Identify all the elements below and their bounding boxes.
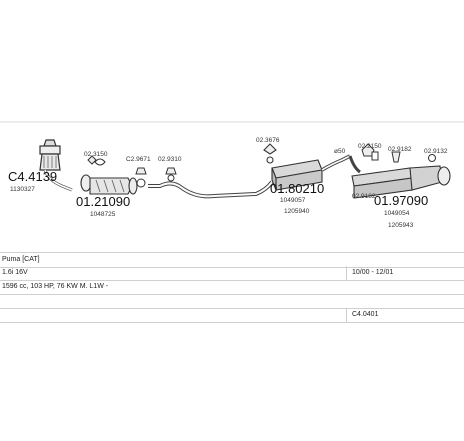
reference-code: C4.0401	[352, 311, 379, 318]
front-pipe-drawing	[80, 174, 138, 195]
part-code-c2-9671: C2.9671	[126, 156, 151, 163]
column-divider-1	[346, 266, 347, 280]
part-code-cat-main: C4.4139	[8, 169, 57, 184]
row-reference: C4.0401	[0, 308, 464, 323]
vehicle-engine: 1.6i 16V	[2, 269, 28, 276]
part-code-02-2150: 02.2150	[358, 143, 382, 150]
vehicle-production-dates: 10/00 - 12/01	[352, 269, 394, 276]
part-code-02-3676: 02.3676	[256, 137, 280, 144]
row-model: Puma [CAT]	[0, 252, 464, 268]
catalytic-converter-drawing	[39, 139, 73, 192]
part-subcode-center-box-1: 1049057	[280, 197, 306, 204]
rear-silencer-drawing	[348, 155, 451, 199]
vehicle-model: Puma [CAT]	[2, 256, 40, 263]
pipe-diameter-label: ø50	[334, 148, 346, 155]
part-subcode-rear-box-1: 1049054	[384, 210, 410, 217]
row-engine: 1.6i 16V 10/00 - 12/01	[0, 266, 464, 281]
vehicle-spec: 1596 cc, 103 HP, 76 KW M. L1W -	[2, 283, 109, 290]
row-spec: 1596 cc, 103 HP, 76 KW M. L1W -	[0, 280, 464, 295]
part-code-flex-pipe: 01.21090	[76, 194, 130, 209]
part-code-rear-box: 01.97090	[374, 193, 428, 208]
middle-pipe-drawing	[148, 180, 274, 199]
row-empty	[0, 294, 464, 309]
part-subcode-rear-box-2: 1205943	[388, 222, 414, 229]
part-code-02-9310: 02.9310	[158, 156, 182, 163]
column-divider-2	[346, 308, 347, 322]
part-code-02-9182-top: 02.9182	[388, 146, 412, 153]
small-fittings-front	[87, 155, 177, 188]
part-subcode-cat-main: 1130327	[10, 186, 35, 193]
center-silencer-drawing	[263, 143, 351, 191]
part-subcode-center-box-2: 1205940	[284, 208, 310, 215]
part-code-02-9182-bottom: 02.9182	[352, 193, 376, 200]
part-code-center-box: 01.80210	[270, 181, 324, 196]
part-code-02-3150: 02.3150	[84, 151, 108, 158]
part-subcode-flex-pipe: 1048725	[90, 211, 116, 218]
part-code-02-9132: 02.9132	[424, 148, 448, 155]
